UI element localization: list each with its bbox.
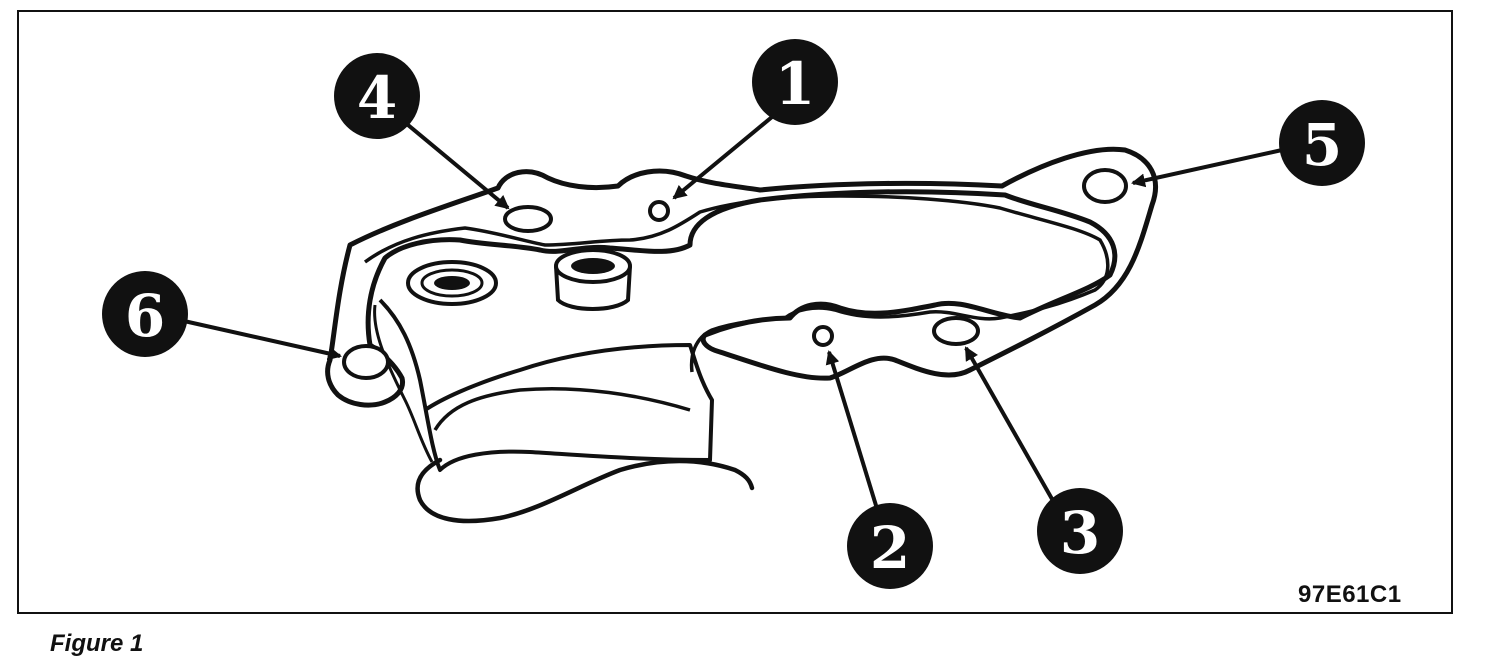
bolt-hole-6 <box>342 344 390 380</box>
callout-4: 4 <box>334 53 420 139</box>
figure-code: 97E61C1 <box>1298 581 1402 608</box>
callout-5: 5 <box>1279 100 1365 186</box>
callout-6-label: 6 <box>125 282 165 350</box>
callout-1: 1 <box>752 39 838 125</box>
callout-5-label: 5 <box>1302 111 1342 179</box>
callout-6: 6 <box>102 271 188 357</box>
bolt-hole-5 <box>1082 168 1128 204</box>
leader-arrow-4 <box>400 118 510 210</box>
gasket-inner-outline <box>363 194 1110 373</box>
figure-frame <box>17 10 1453 614</box>
callout-1-label: 1 <box>775 50 815 118</box>
callout-2-label: 2 <box>870 514 910 582</box>
bolt-hole-3 <box>932 316 980 346</box>
callout-4-label: 4 <box>357 64 397 132</box>
dowel-hole-1 <box>648 200 670 222</box>
callout-3: 3 <box>1037 488 1123 574</box>
leader-arrow-6 <box>183 319 342 361</box>
callout-2: 2 <box>847 503 933 589</box>
bolt-hole-4 <box>503 205 553 233</box>
dowel-hole-2 <box>812 325 834 347</box>
housing-body <box>378 298 714 472</box>
gasket-outer-outline <box>325 146 1159 408</box>
housing-side-line <box>373 304 434 463</box>
figure-caption: Figure 1 <box>50 630 144 657</box>
leader-arrow-3 <box>964 346 1058 507</box>
boss-left <box>406 260 498 306</box>
housing-outlet-upper <box>433 386 691 431</box>
housing-outlet-lip <box>415 457 755 524</box>
leader-arrow-1 <box>672 110 780 200</box>
boss-right <box>554 248 632 311</box>
leader-arrow-2 <box>825 350 880 513</box>
leader-arrow-5 <box>1131 148 1283 188</box>
callout-3-label: 3 <box>1060 499 1100 567</box>
